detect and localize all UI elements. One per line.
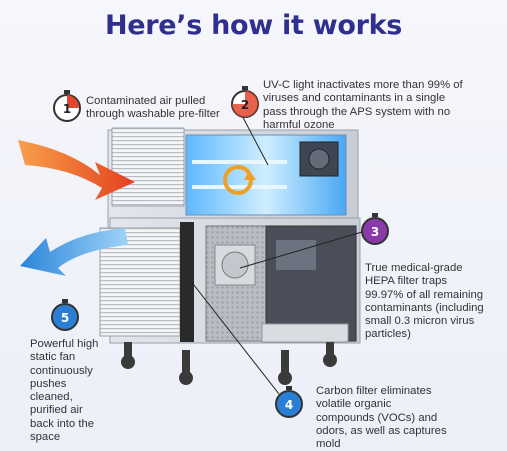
step-4-caption: Carbon filter eliminates volatile organi… (316, 385, 447, 451)
step-1-number: 1 (63, 102, 71, 116)
stopwatch-icon: 5 (51, 299, 79, 331)
step-2-number: 2 (241, 98, 249, 112)
stopwatch-icon: 1 (53, 90, 81, 122)
step-3-caption: True medical-grade HEPA filter traps 99.… (365, 262, 484, 341)
step-5-number: 5 (61, 311, 69, 325)
step-4-number: 4 (285, 398, 293, 412)
step-1-caption: Contaminated air pulled through washable… (86, 95, 220, 121)
upper-unit (107, 127, 359, 231)
step-2-caption: UV-C light inactivates more than 99% of … (263, 79, 463, 131)
pre-filter-grille (111, 127, 185, 207)
arrow-out-icon (20, 228, 128, 276)
arrow-in-icon (18, 140, 135, 200)
page-title: Here’s how it works (104, 10, 403, 41)
lower-unit (99, 217, 361, 344)
step-3-number: 3 (371, 225, 379, 239)
stopwatch-icon: 3 (361, 213, 389, 245)
stopwatch-icon: 2 (231, 86, 259, 118)
casters (121, 342, 337, 385)
step-5-caption: Powerful high static fan continuously pu… (30, 338, 99, 444)
stopwatch-icon: 4 (275, 386, 303, 418)
